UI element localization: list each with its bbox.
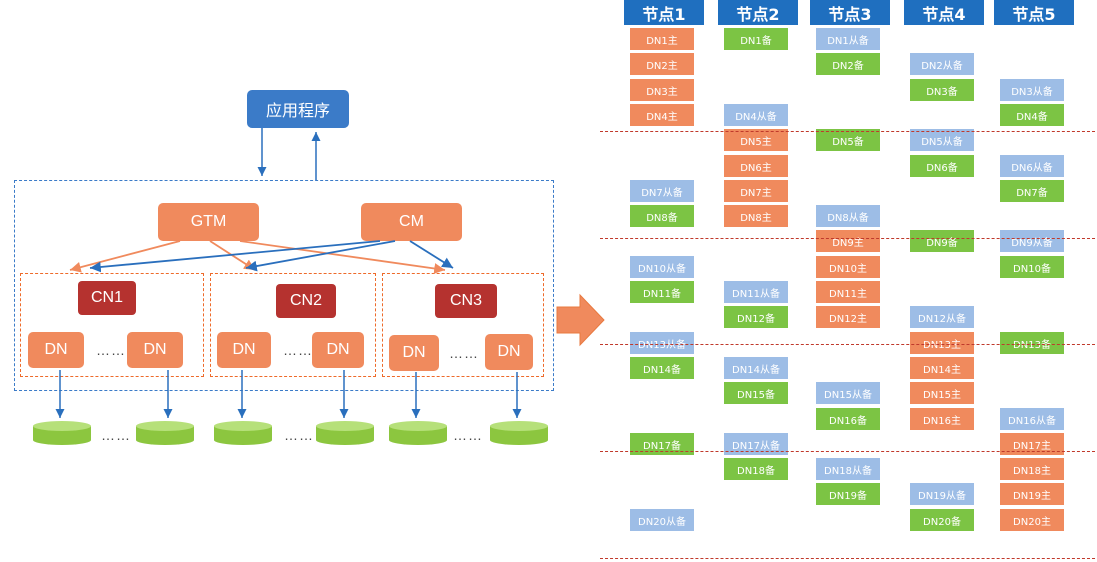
dn-cell-standby: DN17备 xyxy=(630,433,694,455)
dn-box: DN xyxy=(389,335,439,371)
dn-cell-slave: DN6从备 xyxy=(1000,155,1064,177)
dn-cell-slave: DN8从备 xyxy=(816,205,880,227)
group-divider xyxy=(600,451,1095,452)
dn-cell-standby: DN14备 xyxy=(630,357,694,379)
node-header: 节点4 xyxy=(904,0,984,25)
node-header: 节点5 xyxy=(994,0,1074,25)
dn-cell-standby: DN7备 xyxy=(1000,180,1064,202)
disk-icon xyxy=(136,421,194,445)
dn-cell-standby: DN6备 xyxy=(910,155,974,177)
dn-cell-primary: DN14主 xyxy=(910,357,974,379)
dn-ellipsis: …… xyxy=(449,345,479,361)
cn3-box: CN3 xyxy=(435,284,497,318)
dn-cell-standby: DN11备 xyxy=(630,281,694,303)
dn-cell-standby: DN3备 xyxy=(910,79,974,101)
cn-group-1 xyxy=(20,273,204,377)
dn-cell-slave: DN13从备 xyxy=(630,332,694,354)
node-header: 节点1 xyxy=(624,0,704,25)
dn-cell-slave: DN3从备 xyxy=(1000,79,1064,101)
cm-box: CM xyxy=(361,203,462,241)
dn-ellipsis: …… xyxy=(283,342,313,358)
dn-cell-slave: DN10从备 xyxy=(630,256,694,278)
disk-icon xyxy=(214,421,272,445)
dn-cell-primary: DN4主 xyxy=(630,104,694,126)
dn-cell-primary: DN10主 xyxy=(816,256,880,278)
dn-cell-primary: DN15主 xyxy=(910,382,974,404)
dn-cell-slave: DN11从备 xyxy=(724,281,788,303)
node-header: 节点2 xyxy=(718,0,798,25)
dn-cell-slave: DN14从备 xyxy=(724,357,788,379)
dn-cell-primary: DN2主 xyxy=(630,53,694,75)
dn-ellipsis: …… xyxy=(96,342,126,358)
disk-icon xyxy=(33,421,91,445)
dn-cell-standby: DN15备 xyxy=(724,382,788,404)
dn-box: DN xyxy=(28,332,84,368)
cn-group-2 xyxy=(210,273,376,377)
dn-cell-standby: DN2备 xyxy=(816,53,880,75)
dn-cell-standby: DN13备 xyxy=(1000,332,1064,354)
disk-icon xyxy=(316,421,374,445)
dn-cell-primary: DN12主 xyxy=(816,306,880,328)
dn-cell-slave: DN16从备 xyxy=(1000,408,1064,430)
dn-cell-standby: DN19备 xyxy=(816,483,880,505)
dn-cell-slave: DN7从备 xyxy=(630,180,694,202)
dn-box: DN xyxy=(312,332,364,368)
dn-box: DN xyxy=(485,334,533,370)
dn-cell-primary: DN1主 xyxy=(630,28,694,50)
group-divider xyxy=(600,238,1095,239)
dn-cell-primary: DN7主 xyxy=(724,180,788,202)
dn-cell-primary: DN9主 xyxy=(816,230,880,252)
dn-cell-slave: DN1从备 xyxy=(816,28,880,50)
dn-cell-slave: DN15从备 xyxy=(816,382,880,404)
dn-cell-primary: DN17主 xyxy=(1000,433,1064,455)
dn-cell-primary: DN20主 xyxy=(1000,509,1064,531)
dn-cell-primary: DN8主 xyxy=(724,205,788,227)
transition-arrow-icon xyxy=(556,293,605,347)
dn-cell-slave: DN5从备 xyxy=(910,129,974,151)
dn-cell-standby: DN9备 xyxy=(910,230,974,252)
cn-group-3 xyxy=(382,273,544,377)
dn-cell-primary: DN18主 xyxy=(1000,458,1064,480)
group-divider xyxy=(600,131,1095,132)
group-divider xyxy=(600,558,1095,559)
disk-ellipsis: …… xyxy=(284,427,314,443)
dn-cell-standby: DN16备 xyxy=(816,408,880,430)
dn-cell-standby: DN12备 xyxy=(724,306,788,328)
cn1-box: CN1 xyxy=(78,281,136,315)
disk-ellipsis: …… xyxy=(453,427,483,443)
disk-ellipsis: …… xyxy=(101,427,131,443)
dn-cell-slave: DN20从备 xyxy=(630,509,694,531)
dn-box: DN xyxy=(127,332,183,368)
disk-icon xyxy=(490,421,548,445)
cn2-box: CN2 xyxy=(276,284,336,318)
dn-cell-primary: DN11主 xyxy=(816,281,880,303)
app-box: 应用程序 xyxy=(247,90,349,128)
group-divider xyxy=(600,344,1095,345)
dn-cell-standby: DN20备 xyxy=(910,509,974,531)
dn-cell-slave: DN19从备 xyxy=(910,483,974,505)
dn-cell-standby: DN1备 xyxy=(724,28,788,50)
dn-cell-standby: DN10备 xyxy=(1000,256,1064,278)
dn-cell-primary: DN16主 xyxy=(910,408,974,430)
dn-cell-slave: DN9从备 xyxy=(1000,230,1064,252)
dn-cell-primary: DN19主 xyxy=(1000,483,1064,505)
dn-cell-primary: DN5主 xyxy=(724,129,788,151)
dn-cell-standby: DN18备 xyxy=(724,458,788,480)
gtm-box: GTM xyxy=(158,203,259,241)
node-header: 节点3 xyxy=(810,0,890,25)
dn-cell-slave: DN12从备 xyxy=(910,306,974,328)
dn-cell-slave: DN17从备 xyxy=(724,433,788,455)
dn-cell-standby: DN4备 xyxy=(1000,104,1064,126)
dn-cell-slave: DN4从备 xyxy=(724,104,788,126)
dn-box: DN xyxy=(217,332,271,368)
cluster-boundary xyxy=(14,180,554,391)
dn-cell-slave: DN18从备 xyxy=(816,458,880,480)
dn-cell-primary: DN13主 xyxy=(910,332,974,354)
dn-cell-slave: DN2从备 xyxy=(910,53,974,75)
disk-icon xyxy=(389,421,447,445)
dn-cell-primary: DN6主 xyxy=(724,155,788,177)
dn-cell-primary: DN3主 xyxy=(630,79,694,101)
dn-cell-standby: DN8备 xyxy=(630,205,694,227)
dn-cell-standby: DN5备 xyxy=(816,129,880,151)
